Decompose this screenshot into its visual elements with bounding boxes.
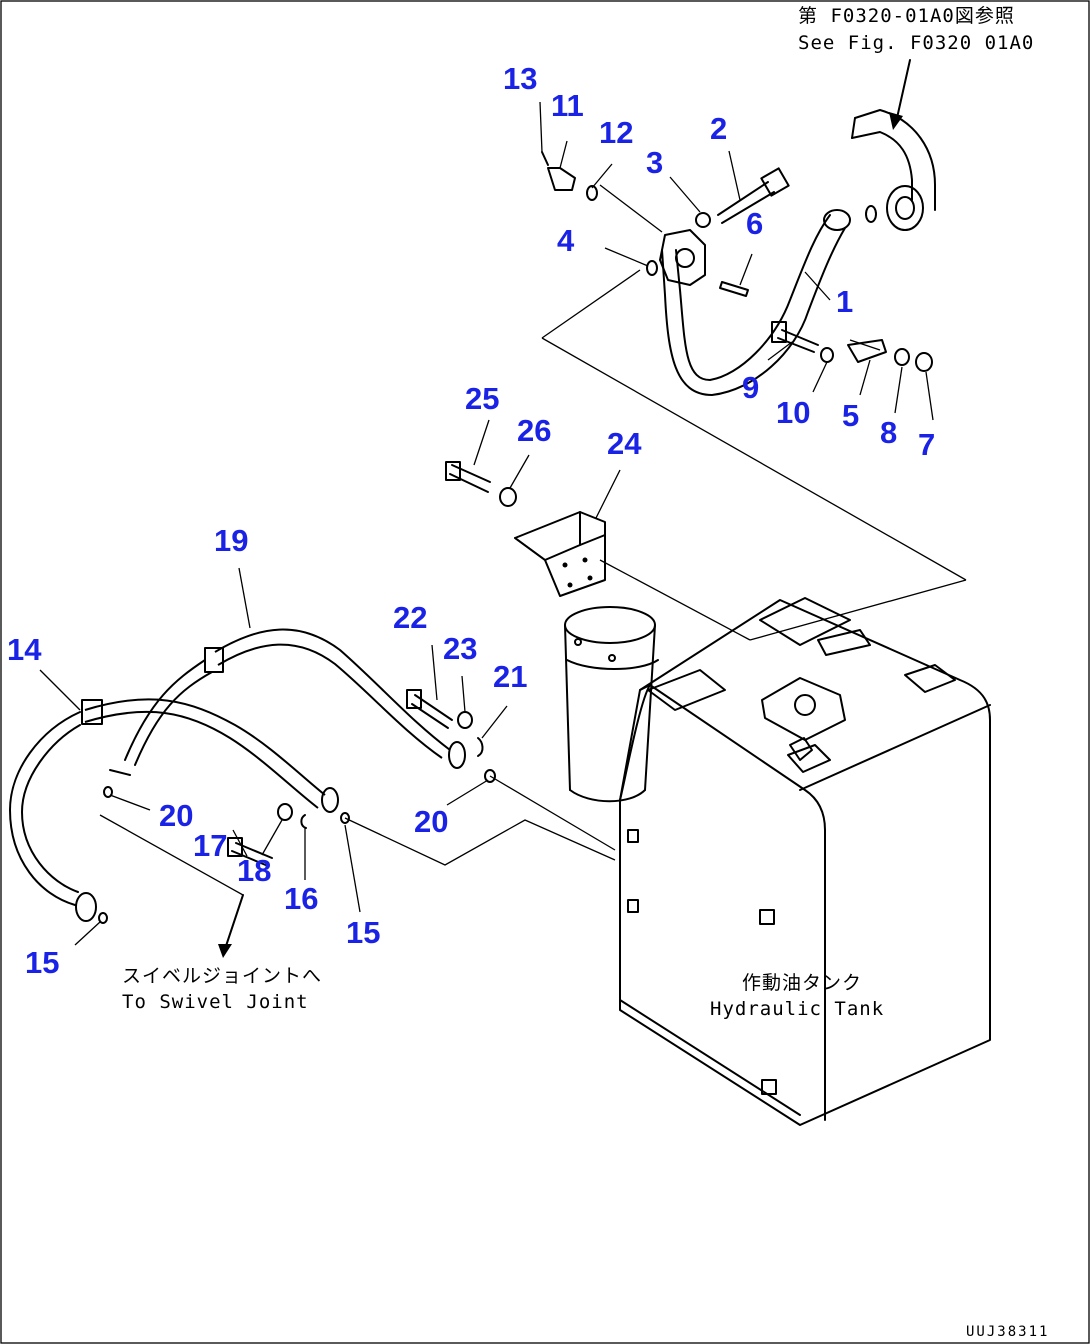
- tank-label-jp: 作動油タンク: [742, 972, 863, 994]
- drawing-code: UUJ38311: [966, 1324, 1050, 1340]
- hose-19: [109, 628, 466, 776]
- tank-label-en: Hydraulic Tank: [710, 998, 885, 1020]
- callout-10: 10: [776, 395, 811, 430]
- reference-note-jp: 第 F0320-01A0図参照: [798, 5, 1015, 27]
- reference-arrow: [889, 59, 911, 130]
- leader-lines: [39, 101, 934, 958]
- hydraulic-tank: [619, 597, 991, 1126]
- callout-16: 16: [284, 881, 319, 916]
- callout-6: 6: [746, 206, 764, 241]
- swivel-note-en: To Swivel Joint: [122, 991, 309, 1013]
- clamp-6-icon: [719, 281, 749, 297]
- callout-25: 25: [465, 381, 500, 416]
- callout-11: 11: [551, 88, 584, 123]
- filter-canister: [564, 606, 659, 803]
- clamp-bolt-set: [771, 321, 933, 372]
- callout-8: 8: [880, 415, 898, 450]
- callout-1: 1: [836, 284, 854, 319]
- callout-19: 19: [214, 523, 249, 558]
- callout-20b: 20: [414, 804, 449, 839]
- callout-2: 2: [710, 111, 728, 146]
- callout-26: 26: [517, 413, 552, 448]
- washer-3-icon: [695, 212, 711, 228]
- callout-9: 9: [742, 370, 760, 405]
- bracket-24: [445, 461, 751, 641]
- oring-4-icon: [646, 260, 658, 276]
- oring-icon: [865, 205, 877, 223]
- callout-23: 23: [443, 631, 478, 666]
- callout-3: 3: [646, 145, 664, 180]
- callout-17: 17: [193, 828, 228, 863]
- hose-14: [9, 698, 339, 924]
- callout-13: 13: [503, 61, 538, 96]
- callout-14: 14: [7, 632, 42, 667]
- callout-7: 7: [918, 427, 936, 462]
- upstream-hose: [851, 109, 936, 231]
- bolt-2-icon: [717, 181, 775, 224]
- hardware-set: [103, 689, 496, 867]
- callout-4: 4: [557, 223, 575, 258]
- reference-note-en: See Fig. F0320 01A0: [798, 32, 1035, 54]
- callout-20a: 20: [159, 798, 194, 833]
- callout-24: 24: [607, 426, 642, 461]
- callout-15b: 15: [346, 915, 381, 950]
- pipe-1: [661, 209, 881, 396]
- callout-5: 5: [842, 398, 860, 433]
- callout-15a: 15: [25, 945, 60, 980]
- flange-assembly: [599, 167, 790, 286]
- callout-18: 18: [237, 853, 272, 888]
- callout-12: 12: [599, 115, 634, 150]
- callout-21: 21: [493, 659, 528, 694]
- callout-22: 22: [393, 600, 428, 635]
- fitting-11: [541, 151, 598, 201]
- swivel-note-jp: スイベルジョイントへ: [122, 965, 323, 987]
